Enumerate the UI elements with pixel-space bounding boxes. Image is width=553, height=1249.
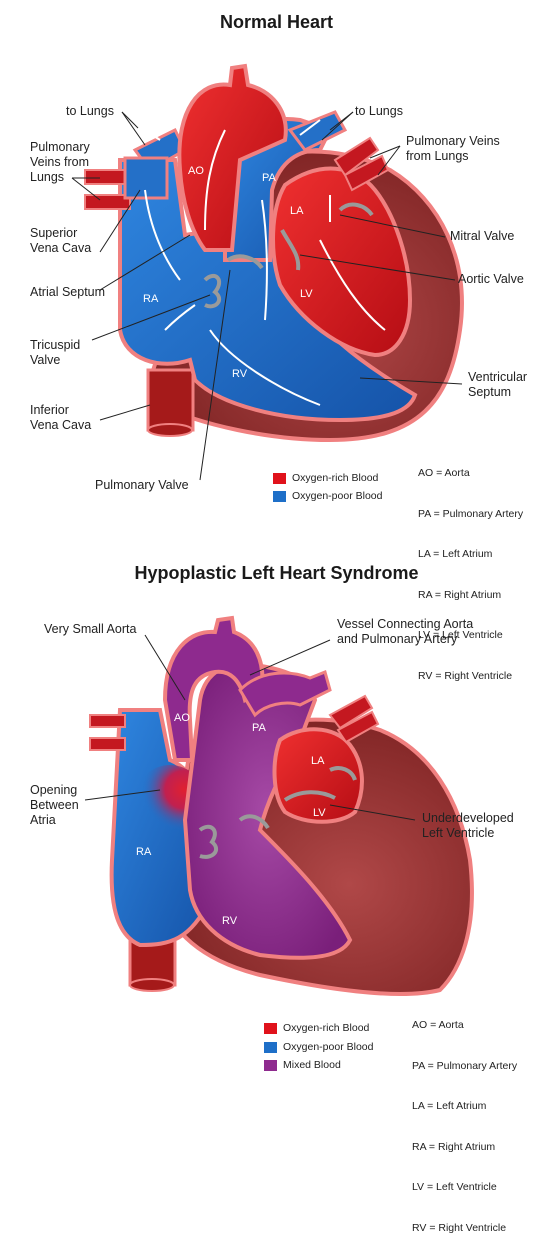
legend-swatch-red: [264, 1022, 277, 1034]
abbr-item: RV = Right Ventricle: [418, 669, 513, 682]
label-pulmonary-valve: Pulmonary Valve: [95, 478, 189, 492]
hlhs-chamber-ao: AO: [174, 712, 190, 724]
legend-label: Oxygen-rich Blood: [292, 472, 379, 484]
normal-leader-lines: [71, 111, 463, 481]
normal-chamber-la: LA: [290, 205, 304, 217]
label-connecting-vessel: Vessel Connecting Aorta and Pulmonary Ar…: [337, 617, 474, 646]
hlhs-chamber-lv: LV: [313, 807, 326, 819]
legend-label: Oxygen-poor Blood: [283, 1041, 374, 1053]
normal-heart-title: Normal Heart: [219, 12, 334, 32]
legend-label: Oxygen-rich Blood: [283, 1022, 370, 1034]
abbr-item: RV = Right Ventricle: [412, 1221, 507, 1234]
label-atrial-septum: Atrial Septum: [30, 285, 106, 299]
normal-chamber-pa: PA: [262, 172, 276, 184]
hlhs-legend-oxygen-rich: Oxygen-rich Blood: [264, 1022, 369, 1034]
abbr-item: LV = Left Ventricle: [418, 629, 503, 641]
label-to-lungs-left: to Lungs: [66, 104, 114, 118]
legend-swatch-red: [273, 472, 286, 484]
legend-swatch-purple: [264, 1059, 277, 1071]
label-opening-between-atria: Opening Between Atria: [30, 783, 79, 827]
abbr-item: PA = Pulmonary Artery: [418, 507, 524, 520]
legend-label: Oxygen-poor Blood: [292, 490, 383, 502]
label-pulmonary-veins-right: Pulmonary Veins from Lungs: [406, 134, 500, 163]
normal-chamber-ao: AO: [188, 165, 204, 177]
hlhs-left-side: [272, 727, 364, 824]
normal-chamber-lv: LV: [300, 288, 313, 300]
abbr-item: LV = Left Ventricle: [412, 1181, 497, 1193]
heart-illustrations: [71, 63, 474, 997]
hlhs-chamber-la: LA: [311, 755, 325, 767]
legend-swatch-blue: [273, 490, 286, 502]
abbr-item: LA = Left Atrium: [412, 1100, 487, 1112]
hlhs-chamber-pa: PA: [252, 722, 266, 734]
label-very-small-aorta: Very Small Aorta: [44, 622, 137, 636]
normal-legend-oxygen-rich: Oxygen-rich Blood: [273, 472, 378, 484]
hlhs-legend-oxygen-poor: Oxygen-poor Blood: [264, 1041, 373, 1053]
normal-legend-oxygen-poor: Oxygen-poor Blood: [273, 490, 382, 502]
label-mitral-valve: Mitral Valve: [450, 229, 515, 243]
abbr-item: AO = Aorta: [412, 1019, 464, 1031]
label-tricuspid-valve: Tricuspid Valve: [30, 338, 81, 367]
abbr-item: PA = Pulmonary Artery: [412, 1059, 518, 1072]
hlhs-leader-lines: [84, 634, 416, 821]
label-superior-vena-cava: Superior Vena Cava: [30, 226, 92, 255]
hlhs-chamber-rv: RV: [222, 915, 238, 927]
label-aortic-valve: Aortic Valve: [458, 272, 524, 286]
hlhs-legend-mixed: Mixed Blood: [264, 1059, 341, 1071]
abbr-item: RA = Right Atrium: [418, 588, 502, 601]
normal-heart-drawing: [84, 63, 464, 443]
normal-chamber-rv: RV: [232, 368, 248, 380]
abbr-item: LA = Left Atrium: [418, 548, 493, 560]
label-to-lungs-right: to Lungs: [355, 104, 403, 118]
hlhs-title: Hypoplastic Left Heart Syndrome: [134, 563, 419, 583]
hlhs-heart-drawing: [89, 615, 474, 997]
normal-abbreviations: AO = Aorta PA = Pulmonary Artery LA = Le…: [418, 440, 523, 697]
normal-chamber-ra: RA: [143, 293, 159, 305]
abbr-item: RA = Right Atrium: [412, 1140, 496, 1153]
label-inferior-vena-cava: Inferior Vena Cava: [30, 403, 92, 432]
legend-swatch-blue: [264, 1041, 277, 1053]
hlhs-chamber-ra: RA: [136, 846, 152, 858]
abbr-item: AO = Aorta: [418, 467, 470, 479]
label-underdeveloped-lv: Underdeveloped Left Ventricle: [422, 811, 514, 840]
label-ventricular-septum: Ventricular Septum: [468, 370, 528, 399]
hlhs-abbreviations: AO = Aorta PA = Pulmonary Artery LA = Le…: [412, 992, 517, 1249]
label-pulmonary-veins-left: Pulmonary Veins from Lungs: [30, 140, 90, 184]
legend-label: Mixed Blood: [283, 1059, 341, 1071]
normal-ivc: [146, 368, 195, 432]
